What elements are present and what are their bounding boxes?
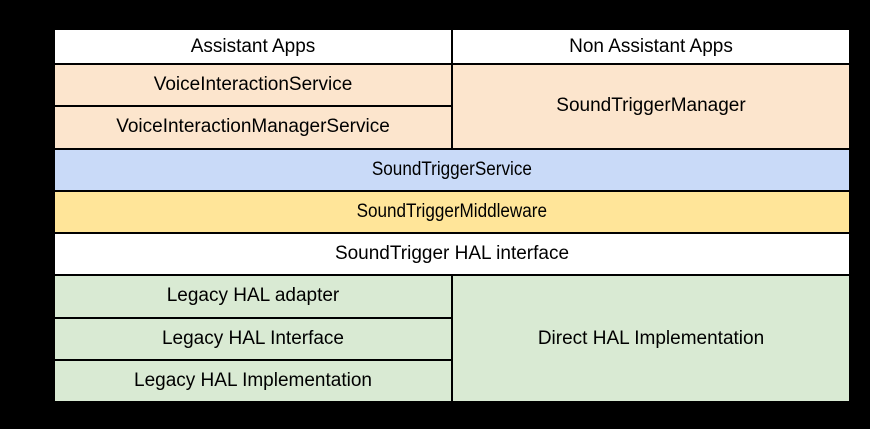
cell-assistant-apps: Assistant Apps (55, 30, 451, 63)
cell-direct-hal-implementation: Direct HAL Implementation (453, 276, 849, 401)
cell-label: VoiceInteractionManagerService (116, 116, 390, 138)
cell-label: Direct HAL Implementation (537, 327, 765, 349)
cell-label: Assistant Apps (190, 35, 316, 57)
cell-label: Legacy HAL Implementation (134, 369, 372, 391)
cell-non-assistant-apps: Non Assistant Apps (453, 30, 849, 63)
cell-voice-interaction-service: VoiceInteractionService (55, 65, 451, 106)
cell-label: VoiceInteractionService (153, 74, 353, 96)
cell-legacy-hal-implementation: Legacy HAL Implementation (55, 360, 451, 401)
cell-label: SoundTrigger HAL interface (334, 243, 570, 265)
cell-sound-trigger-service: SoundTriggerService (55, 149, 849, 190)
cell-label: Legacy HAL Interface (161, 327, 344, 349)
cell-label: SoundTriggerMiddleware (356, 200, 548, 222)
cell-label: Non Assistant Apps (569, 35, 733, 57)
soundtrigger-stack-table: Assistant Apps Non Assistant Apps VoiceI… (53, 28, 851, 403)
cell-voice-interaction-manager-service: VoiceInteractionManagerService (55, 107, 451, 148)
cell-label: SoundTriggerService (371, 158, 533, 180)
cell-sound-trigger-middleware: SoundTriggerMiddleware (55, 191, 849, 232)
cell-sound-trigger-hal-interface: SoundTrigger HAL interface (55, 234, 849, 275)
cell-legacy-hal-interface: Legacy HAL Interface (55, 318, 451, 359)
cell-legacy-hal-adapter: Legacy HAL adapter (55, 276, 451, 317)
cell-sound-trigger-manager: SoundTriggerManager (453, 65, 849, 148)
cell-label: Legacy HAL adapter (166, 285, 340, 307)
cell-label: SoundTriggerManager (556, 95, 746, 117)
